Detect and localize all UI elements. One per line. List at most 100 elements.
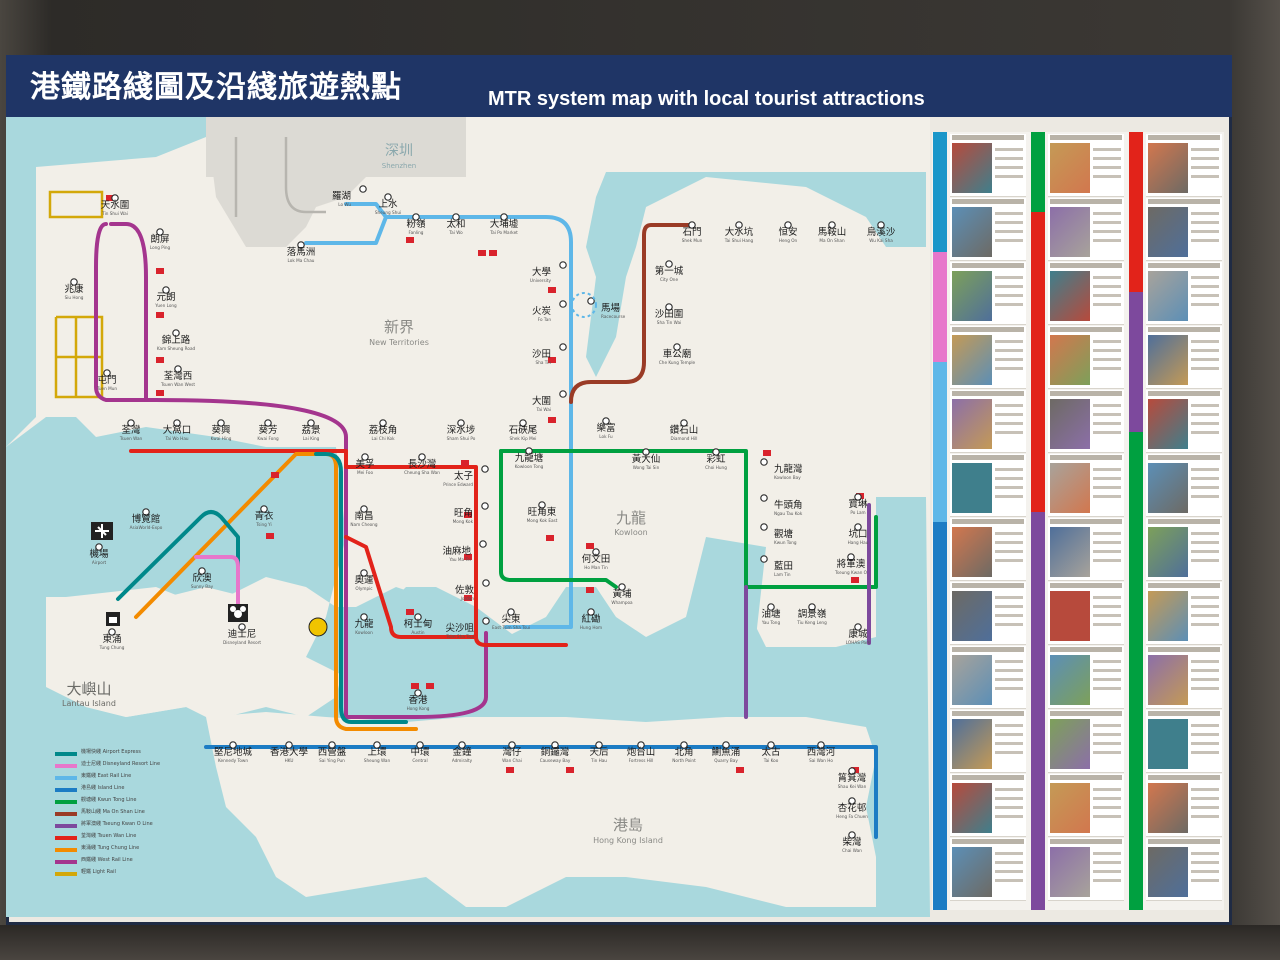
- kowloon-city-terminal-badge: [308, 617, 328, 637]
- station-name-zh: 羅湖: [332, 191, 351, 202]
- attraction-title-bar: [1148, 647, 1220, 652]
- line-color-strip: [933, 252, 947, 362]
- region-label-zh: 港島: [613, 816, 643, 834]
- attraction-title-bar: [952, 263, 1024, 268]
- attraction-card: [950, 774, 1026, 837]
- station-name-zh: 大學: [532, 266, 551, 278]
- attraction-title-bar: [952, 519, 1024, 524]
- station-dot: [481, 465, 489, 473]
- attraction-title-bar: [1050, 135, 1122, 140]
- attraction-title-bar: [1050, 839, 1122, 844]
- station-name-zh: 葵興: [211, 424, 231, 436]
- station-name-zh: 上水: [378, 198, 398, 210]
- station-name-zh: 何文田: [582, 553, 611, 565]
- station-dot: [592, 548, 600, 556]
- station-name-zh: 沙田: [532, 349, 551, 360]
- station-name-en: Prince Edward: [443, 482, 473, 487]
- station-name-zh: 大埔墟: [490, 218, 519, 230]
- attraction-description-line: [1093, 733, 1121, 736]
- station-dot: [307, 419, 315, 427]
- station-dot: [414, 689, 422, 697]
- station-name-zh: 荃灣西: [164, 370, 193, 382]
- station-dot: [538, 501, 546, 509]
- region-label-en: Kowloon: [614, 528, 647, 537]
- attraction-title-bar: [1050, 583, 1122, 588]
- legend-item: 觀塘綫 Kwun Tong Line: [55, 796, 175, 808]
- region-label-en: New Territories: [369, 338, 429, 347]
- station-dot: [848, 797, 856, 805]
- station-name-zh: 天后: [589, 747, 609, 758]
- station-name-zh: 坑口: [848, 528, 867, 540]
- station-name-en: Tai Wai: [535, 407, 551, 412]
- station-name-zh: 油麻地: [442, 545, 471, 557]
- attraction-description-line: [1191, 367, 1219, 370]
- station-name-en: Sha Tin Wai: [657, 320, 681, 325]
- station-name-en: Sha Tin: [536, 360, 552, 365]
- attraction-description-line: [995, 404, 1023, 407]
- attraction-description-line: [995, 212, 1023, 215]
- attraction-title-bar: [1148, 519, 1220, 524]
- attraction-card: [1146, 454, 1222, 517]
- attraction-description-line: [1093, 596, 1121, 599]
- attraction-description-line: [995, 239, 1023, 242]
- region-label-zh: 新界: [384, 318, 414, 336]
- station-name-en: Fo Tan: [538, 317, 552, 322]
- station-name-zh: 旺角東: [528, 506, 557, 518]
- station-name-zh: 長沙灣: [408, 458, 437, 470]
- station-name-en: Cheung Sha Wan: [404, 470, 440, 475]
- attraction-photo: [1050, 335, 1090, 385]
- attraction-photo: [1148, 527, 1188, 577]
- attraction-description-line: [995, 550, 1023, 553]
- station-name-en: Tai Wo Hau: [164, 436, 188, 441]
- attraction-photo: [952, 335, 992, 385]
- station-name-zh: 西灣河: [807, 746, 836, 758]
- attraction-title-bar: [1148, 327, 1220, 332]
- station-dot: [735, 221, 743, 229]
- attraction-description-line: [1093, 852, 1121, 855]
- attraction-description-line: [1191, 614, 1219, 617]
- station-name-en: City One: [660, 277, 678, 282]
- attraction-description-line: [1093, 212, 1121, 215]
- station-name-en: Tung Chung: [99, 645, 125, 650]
- attraction-description-line: [1093, 303, 1121, 306]
- attraction-card: [1048, 518, 1124, 581]
- island-line: [204, 745, 878, 839]
- station-dot: [760, 458, 768, 466]
- attraction-description-line: [1093, 431, 1121, 434]
- station-name-en: Yuen Long: [154, 303, 177, 308]
- attraction-title-bar: [952, 711, 1024, 716]
- attraction-card: [1048, 582, 1124, 645]
- station-name-zh: 調景嶺: [798, 608, 827, 620]
- attraction-description-line: [995, 861, 1023, 864]
- attraction-card: [1048, 774, 1124, 837]
- station-dot: [162, 286, 170, 294]
- attraction-title-bar: [1050, 455, 1122, 460]
- station-name-en: Choi Hung: [705, 465, 727, 470]
- station-dot: [847, 553, 855, 561]
- attraction-photo: [952, 271, 992, 321]
- hong-kong-island-land: [206, 712, 876, 907]
- attraction-description-line: [1191, 724, 1219, 727]
- legend-label: 輕鐵 Light Rail: [81, 869, 116, 875]
- station-dot: [481, 502, 489, 510]
- attractions-column: [1128, 132, 1225, 910]
- attraction-description-line: [1191, 751, 1219, 754]
- attraction-title-bar: [1148, 135, 1220, 140]
- station-name-en: Yau Ma Tei: [448, 557, 471, 562]
- attractions-column: [1030, 132, 1127, 910]
- station-name-en: Tin Shui Wai: [101, 211, 128, 216]
